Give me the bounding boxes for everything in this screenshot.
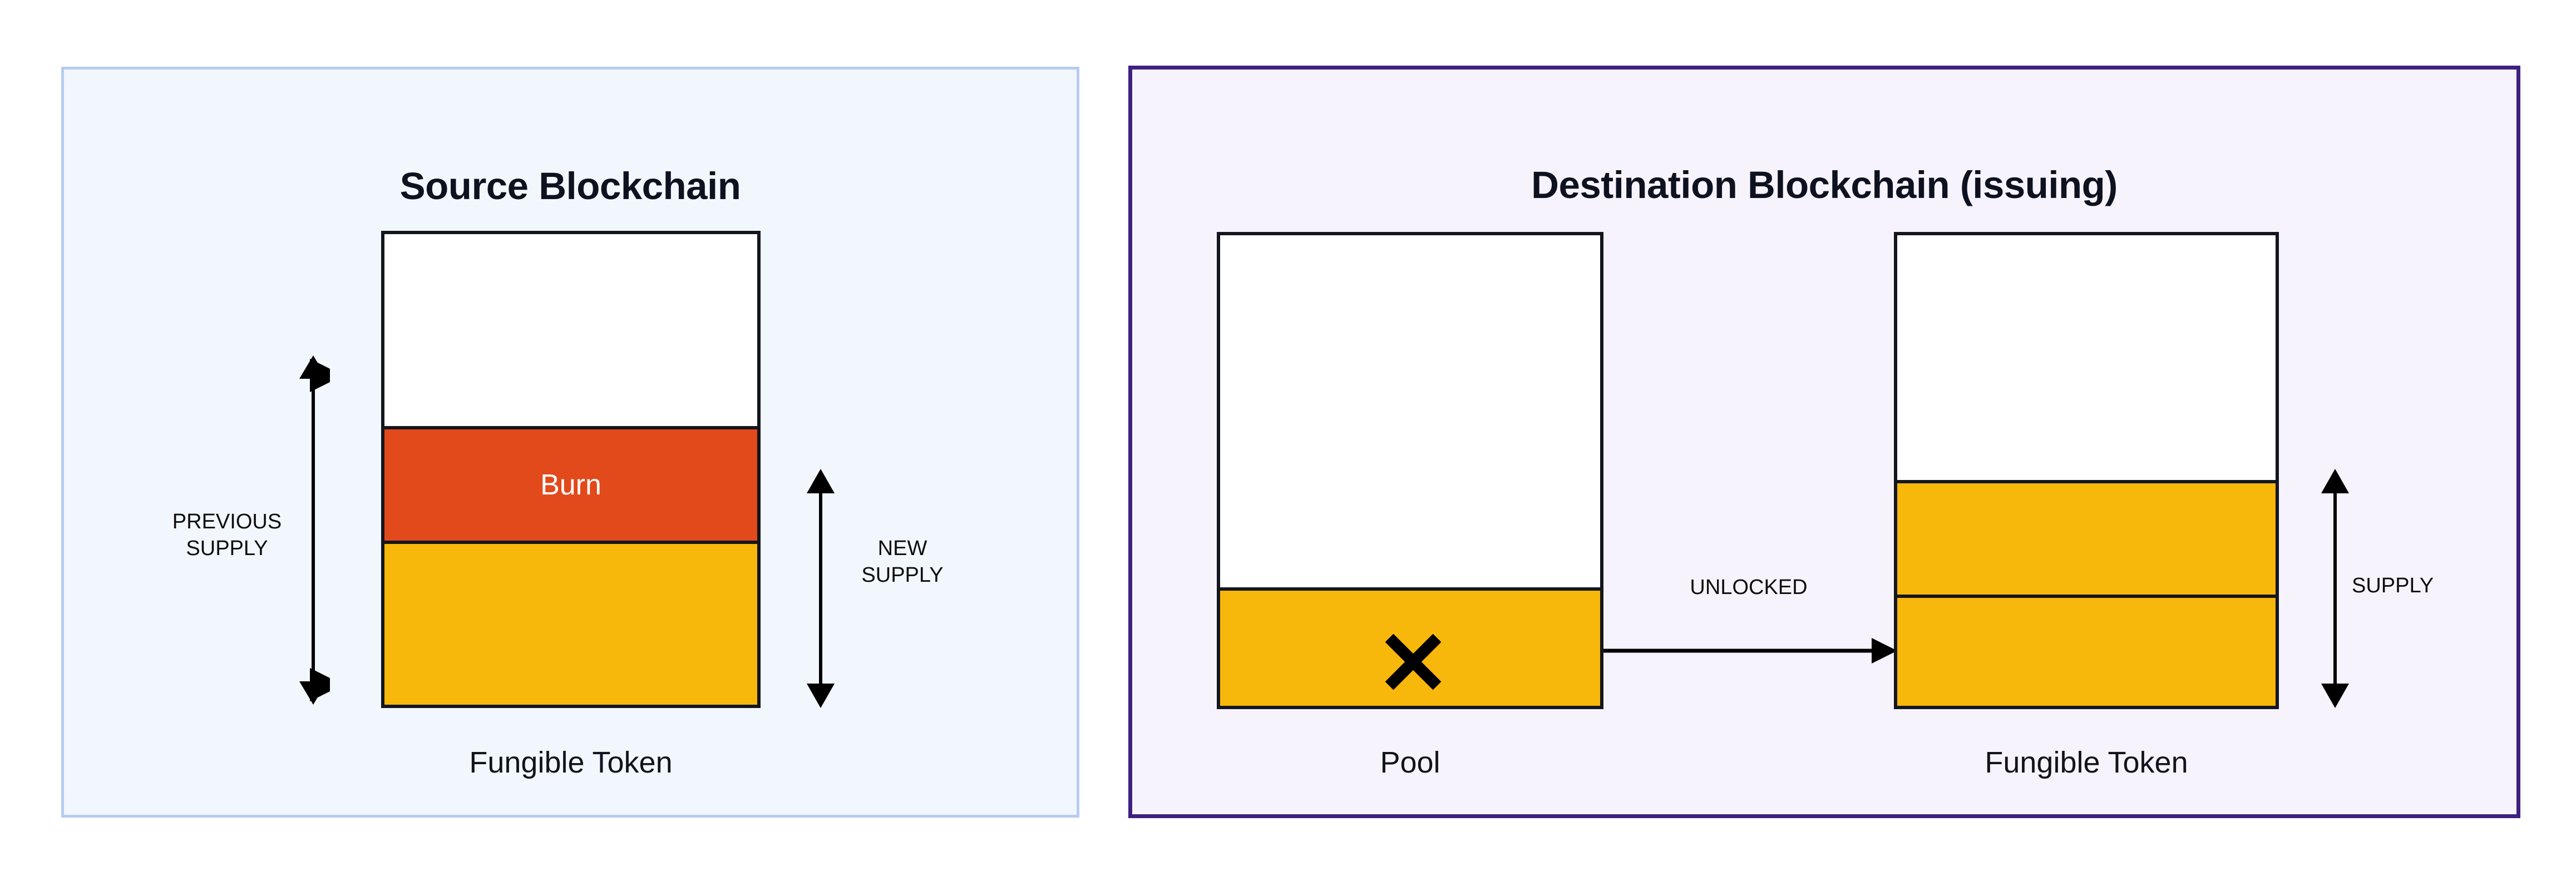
source-blockchain-panel: Source Blockchain PREVIOUS SUPPLY Burn <box>61 67 1079 818</box>
supply-label: SUPPLY <box>2352 574 2434 597</box>
previous-supply-measure-arrow <box>299 355 330 705</box>
x-mark-icon <box>1385 633 1442 690</box>
supply-measure-arrow <box>2321 469 2349 708</box>
source-bar-remaining-supply-segment <box>384 544 757 705</box>
destination-fungible-token-bar <box>1894 232 2279 709</box>
new-supply-label: NEW SUPPLY <box>861 537 944 587</box>
source-fungible-token-bar: Burn <box>381 231 761 708</box>
destination-fungible-token-caption: Fungible Token <box>1985 746 2188 779</box>
unlocked-flow-arrow <box>1603 638 1897 664</box>
dest-bar-unlocked-supply-segment <box>1897 595 2276 706</box>
source-bar-empty-segment <box>384 234 757 426</box>
destination-blockchain-panel: Destination Blockchain (issuing) Pool UN… <box>1128 66 2520 818</box>
burn-label: Burn <box>540 469 601 501</box>
destination-panel-title: Destination Blockchain (issuing) <box>1531 164 2118 206</box>
source-fungible-token-caption: Fungible Token <box>469 746 673 779</box>
new-supply-measure-arrow <box>807 469 835 708</box>
pool-bar-balance-segment <box>1220 587 1600 706</box>
source-panel-title: Source Blockchain <box>399 165 741 207</box>
pool-bar <box>1217 232 1603 709</box>
previous-supply-label: PREVIOUS SUPPLY <box>172 510 282 560</box>
pool-bar-empty-segment <box>1220 235 1600 587</box>
source-bar-burn-segment: Burn <box>384 426 757 544</box>
pool-caption: Pool <box>1380 746 1440 779</box>
unlocked-flow-label: UNLOCKED <box>1690 576 1808 599</box>
dest-bar-existing-supply-segment <box>1897 480 2276 595</box>
dest-bar-empty-segment <box>1897 235 2276 480</box>
